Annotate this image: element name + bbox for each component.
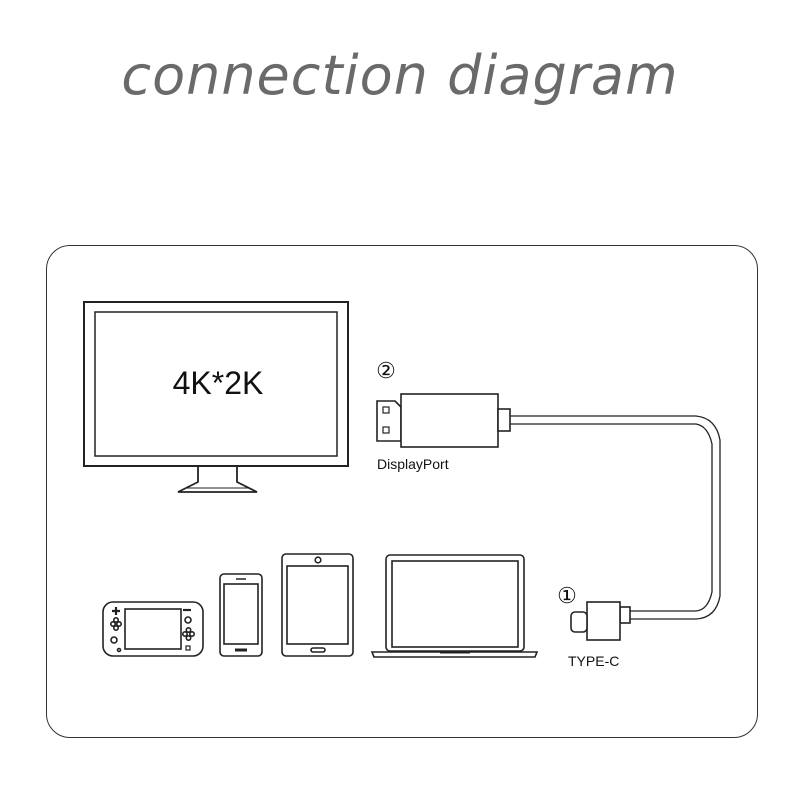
diagram-frame [46, 245, 758, 738]
type-c-number-marker: ① [557, 583, 577, 608]
laptop-icon [370, 554, 539, 658]
displayport-number-marker: ② [376, 358, 396, 383]
monitor-icon [83, 301, 349, 493]
monitor-resolution-label: 4K*2K [173, 365, 264, 401]
displayport-connector-icon [376, 393, 511, 448]
smartphone-icon [219, 573, 263, 657]
tablet-icon [281, 553, 354, 657]
cable-line [510, 415, 721, 620]
type-c-label: TYPE-C [568, 653, 619, 669]
type-c-connector-icon [570, 601, 631, 641]
page-title: connection diagram [121, 44, 679, 107]
displayport-label: DisplayPort [377, 456, 449, 472]
game-console-icon [102, 601, 204, 657]
